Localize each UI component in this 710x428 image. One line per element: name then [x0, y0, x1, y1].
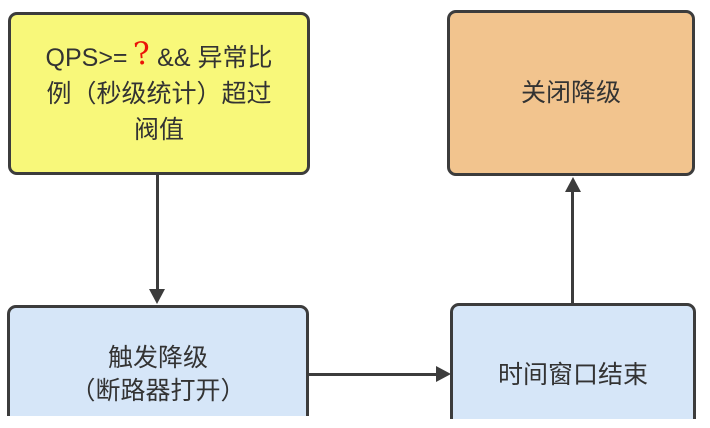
node-trigger-degrade-line1: 触发降级: [107, 344, 208, 372]
question-mark-annotation: ?: [131, 34, 152, 73]
arrow-condition-to-trigger-line: [156, 175, 159, 290]
node-close-degrade-label: 关闭降级: [520, 79, 621, 107]
node-close-degrade: 关闭降级: [447, 10, 695, 176]
node-time-window-clip: 时间窗口结束: [450, 303, 696, 419]
node-condition: QPS>=?&& 异常比 例（秒级统计）超过 阀值: [8, 12, 310, 175]
node-time-window: 时间窗口结束: [450, 303, 696, 419]
arrow-timewindow-to-close-line: [571, 191, 574, 303]
node-condition-line2: 例（秒级统计）超过: [46, 79, 272, 108]
condition-line1-prefix: QPS>=: [45, 43, 128, 72]
arrow-up-head-icon: [565, 177, 581, 192]
node-time-window-label: 时间窗口结束: [497, 361, 648, 389]
arrow-right-head-icon: [436, 366, 451, 382]
condition-line1-suffix: && 异常比: [157, 43, 273, 72]
arrow-trigger-to-timewindow-line: [308, 373, 436, 376]
node-condition-line1: QPS>=?&& 异常比: [45, 34, 273, 76]
arrow-down-head-icon: [149, 289, 165, 304]
node-condition-line3: 阀值: [133, 115, 184, 144]
node-trigger-degrade: 触发降级 （断路器打开）: [7, 305, 309, 416]
node-trigger-degrade-clip: 触发降级 （断路器打开）: [7, 305, 309, 416]
node-trigger-degrade-line2: （断路器打开）: [70, 377, 246, 405]
